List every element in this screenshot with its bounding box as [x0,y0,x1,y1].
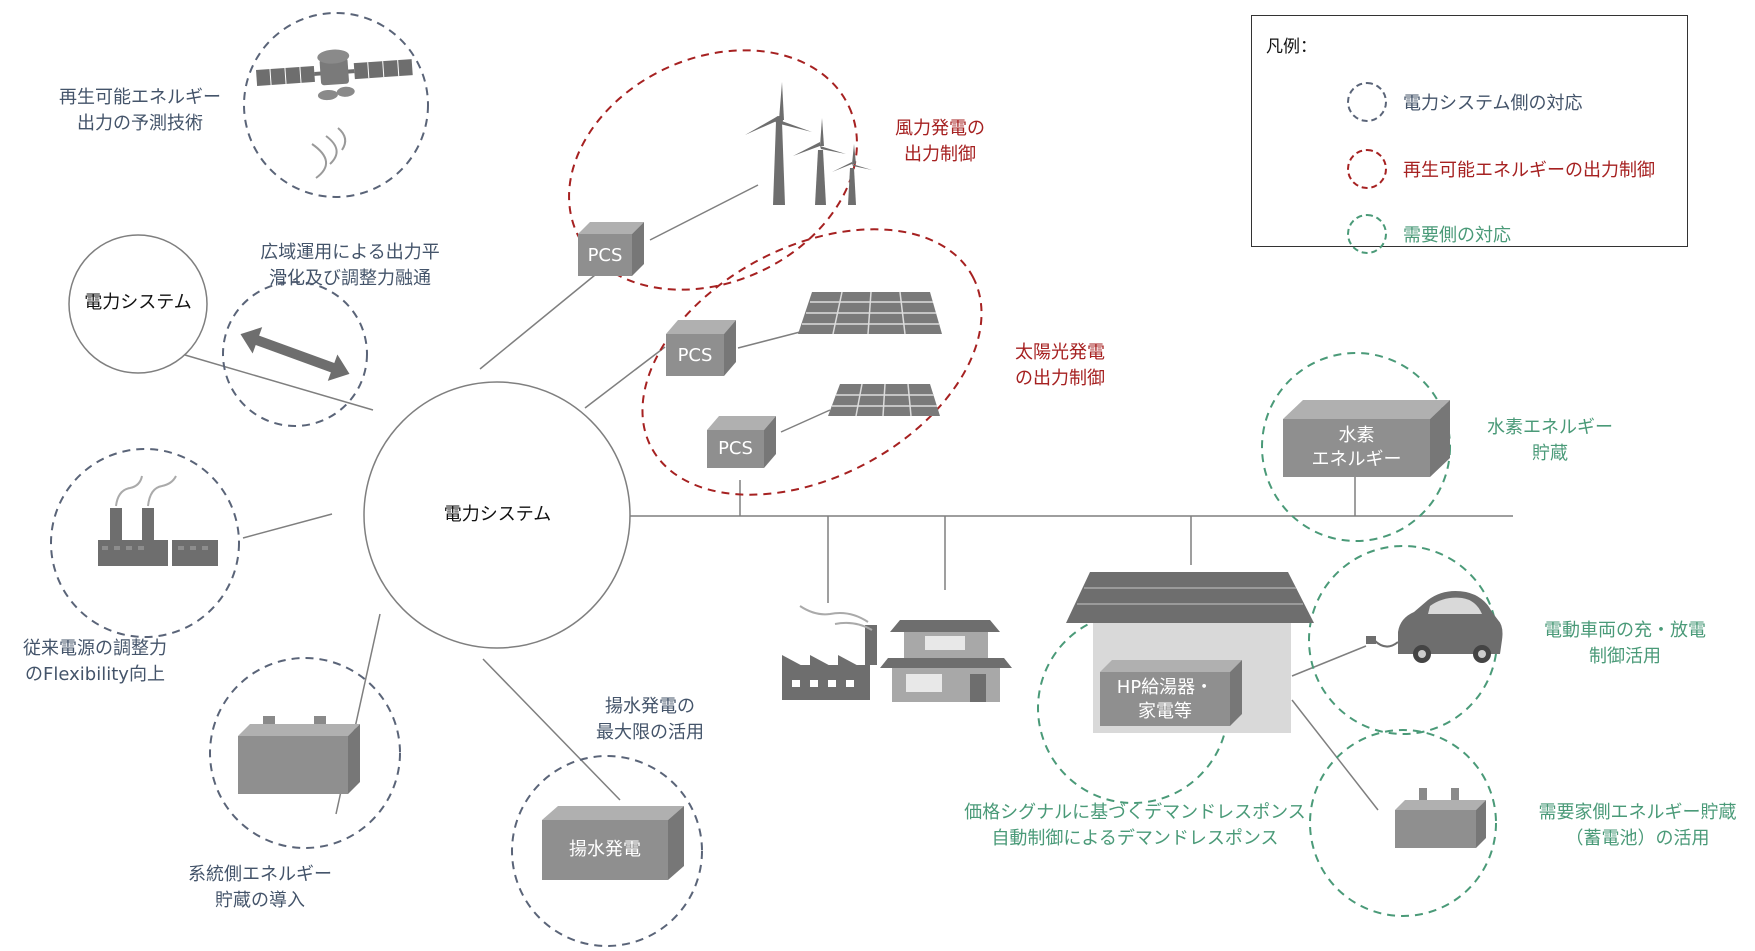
pumped-box-label: 揚水発電 [569,839,641,860]
wind-label: 風力発電の 出力制御 [870,116,1010,168]
hp-box-line2: 家電等 [1138,701,1192,722]
hp-box-label: HP給湯器・ 家電等 [1100,676,1230,724]
renewable-control-rings [568,49,983,496]
wind-turbine-icon [745,82,872,205]
wide-area-label: 広域運用による出力平 滑化及び調整力融通 [230,240,470,292]
power-system-label: 電力システム [443,504,552,525]
legend-item-system: 電力システム側の対応 [1347,82,1582,122]
double-arrow-icon [240,327,350,381]
pumped-label-line2: 最大限の活用 [596,722,704,743]
grid-storage-label-line2: 貯蔵の導入 [215,890,305,911]
hydrogen-box-label: 水素 エネルギー [1283,424,1430,472]
pcs-solar1-label: PCS [677,345,713,366]
battery-label-line1: 需要家側エネルギー貯蔵 [1538,802,1737,823]
house-icon [880,620,1012,702]
legend: 凡例： 電力システム側の対応 再生可能エネルギーの出力制御 需要側の対応 [1251,15,1688,254]
wide-area-label-line1: 広域運用による出力平 [260,242,440,263]
grid-storage-label: 系統側エネルギー 貯蔵の導入 [170,862,350,914]
forecast-label-line2: 出力の予測技術 [77,113,203,134]
demand-house [1066,572,1314,733]
conventional-label: 従来電源の調整力 のFlexibility向上 [0,636,190,688]
pcs-boxes [578,222,776,468]
battery-label-line2: （蓄電池）の活用 [1565,828,1710,849]
legend-label-renewable: 再生可能エネルギーの出力制御 [1403,160,1655,181]
wide-area-label-line2: 滑化及び調整力融通 [269,268,431,289]
legend-ring-demand [1347,214,1387,254]
satellite-icon [256,49,413,179]
electric-car-icon [1366,591,1503,663]
solar-label: 太陽光発電 の出力制御 [990,340,1130,392]
solar-label-line1: 太陽光発電 [1015,342,1105,363]
forecast-label-line1: 再生可能エネルギー [59,87,221,108]
pumped-label: 揚水発電の 最大限の活用 [575,694,725,746]
legend-ring-system [1347,82,1387,122]
connection-lines [184,184,1513,815]
pcs-solar2-label: PCS [718,438,753,459]
ev-label: 電動車両の充・放電 制御活用 [1525,618,1725,670]
power-plant-icon [98,475,218,566]
demand-response-label-line2: 自動制御によるデマンドレスポンス [991,828,1279,849]
wind-label-line2: 出力制御 [904,144,976,165]
home-battery-icon [1395,788,1486,848]
pumped-storage-box [542,806,684,880]
solar-panel-icon [798,291,942,417]
legend-item-renewable: 再生可能エネルギーの出力制御 [1347,149,1655,189]
conventional-label-line1: 従来電源の調整力 [23,638,167,659]
demand-response-label: 価格シグナルに基づくデマンドレスポンス 自動制御によるデマンドレスポンス [950,800,1320,852]
legend-ring-renewable [1347,149,1387,189]
pcs-wind-label: PCS [587,245,623,266]
other-power-system-node [68,234,208,374]
power-system-hub [363,381,631,649]
demand-response-label-line1: 価格シグナルに基づくデマンドレスポンス [964,802,1306,823]
hydrogen-label-line1: 水素エネルギー [1487,417,1613,438]
solar-label-line2: の出力制御 [1015,368,1105,389]
legend-title: 凡例： [1266,37,1317,57]
hydrogen-box-line2: エネルギー [1311,449,1402,470]
hydrogen-storage-box [1283,400,1450,477]
grid-storage-label-line1: 系統側エネルギー [188,864,332,885]
hp-box-line1: HP給湯器・ [1116,677,1214,698]
hydrogen-label: 水素エネルギー 貯蔵 [1470,415,1630,467]
battery-label: 需要家側エネルギー貯蔵 （蓄電池）の活用 [1525,800,1750,852]
ev-label-line2: 制御活用 [1589,646,1661,667]
system-side-rings [50,12,703,947]
legend-label-system: 電力システム側の対応 [1403,93,1583,114]
battery-icon [238,716,360,794]
factory-icon [782,605,877,700]
legend-label-demand: 需要側の対応 [1403,225,1511,246]
forecast-label: 再生可能エネルギー 出力の予測技術 [30,85,250,137]
conventional-label-line2: のFlexibility向上 [25,664,165,685]
wind-label-line1: 風力発電の [895,118,985,139]
pumped-label-line1: 揚水発電の [605,696,695,717]
hydrogen-label-line2: 貯蔵 [1532,443,1568,464]
ev-label-line1: 電動車両の充・放電 [1544,620,1706,641]
other-power-system-label: 電力システム [84,292,192,313]
hydrogen-box-line1: 水素 [1338,425,1375,446]
legend-item-demand: 需要側の対応 [1347,214,1511,254]
